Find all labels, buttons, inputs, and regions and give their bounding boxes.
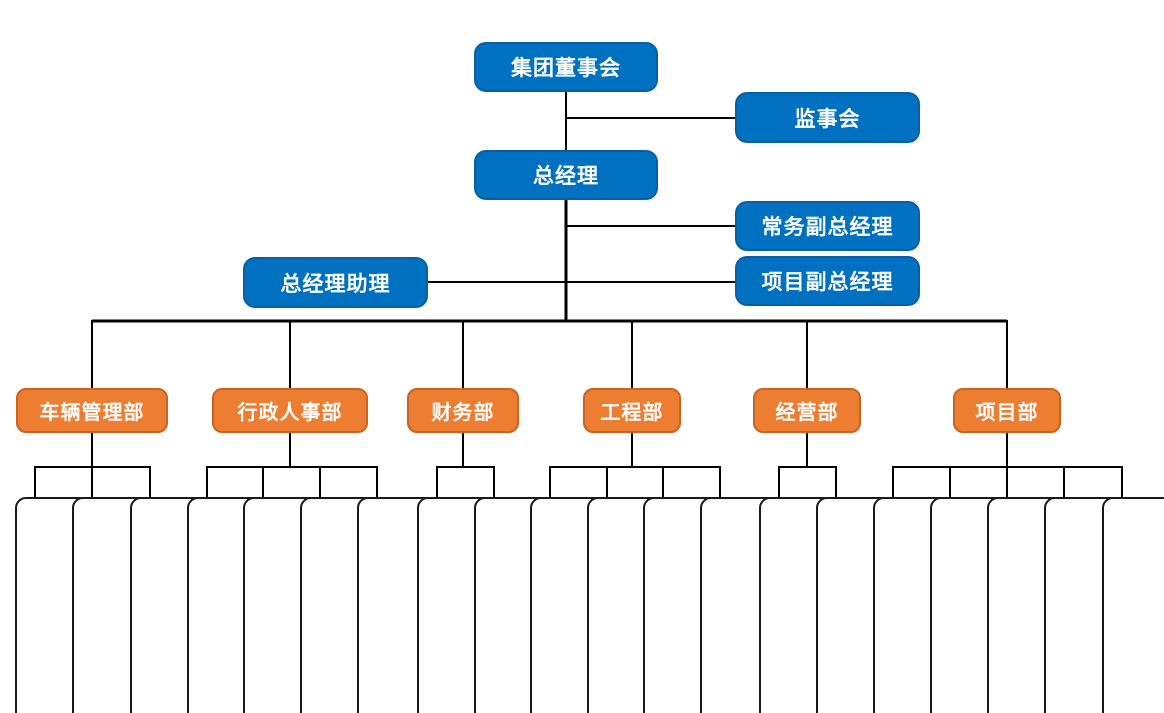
- board-node: 集团董事会: [474, 42, 658, 92]
- dept-node-vehicle-management: 车辆管理部: [16, 388, 168, 433]
- dept-node-finance: 财务部: [407, 388, 519, 433]
- dept-node-engineering: 工程部: [583, 388, 681, 433]
- gm-assistant-node: 总经理助理: [243, 257, 428, 308]
- dept-node-operations: 经营部: [753, 388, 861, 433]
- general-manager-node: 总经理: [474, 150, 658, 200]
- position-node-project-5: 质检岗: [1102, 497, 1164, 713]
- project-deputy-gm-node: 项目副总经理: [735, 256, 920, 306]
- executive-deputy-gm-node: 常务副总经理: [735, 201, 920, 251]
- dept-node-project: 项目部: [953, 388, 1061, 433]
- dept-node-hr-admin: 行政人事部: [212, 388, 368, 433]
- supervisory-board-node: 监事会: [735, 92, 920, 143]
